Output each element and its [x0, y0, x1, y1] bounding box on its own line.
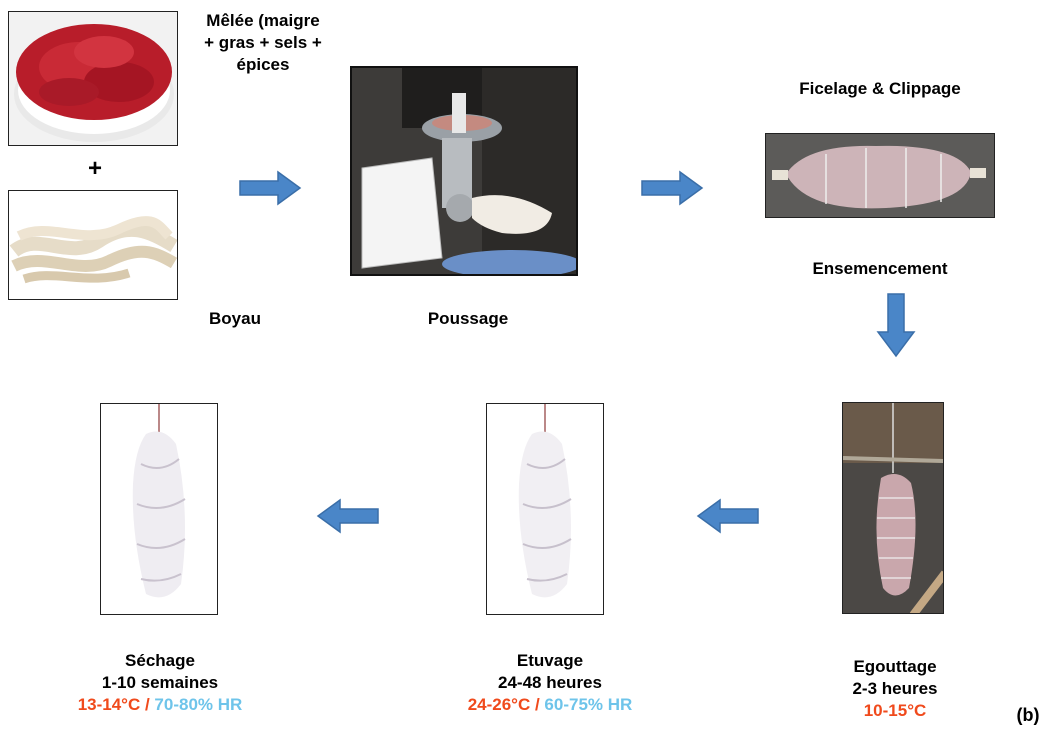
- sechage-title: Séchage: [30, 650, 290, 672]
- egouttage-duration: 2-3 heures: [820, 678, 970, 700]
- plus-sign: +: [80, 158, 110, 180]
- etuvage-title: Etuvage: [420, 650, 680, 672]
- arrow-left-2: [316, 498, 380, 534]
- arrow-right-2: [640, 170, 704, 206]
- etuvage-photo: [486, 403, 604, 615]
- etuvage-conditions: 24-26°C / 60-75% HR: [420, 694, 680, 716]
- arrow-left-1: [696, 498, 760, 534]
- sechage-sep: /: [140, 695, 154, 714]
- egouttage-photo: [842, 402, 944, 614]
- poussage-label: Poussage: [408, 308, 528, 330]
- panel-label: (b): [1008, 704, 1048, 726]
- etuvage-humidity: 60-75% HR: [544, 695, 632, 714]
- sechage-conditions: 13-14°C / 70-80% HR: [30, 694, 290, 716]
- ficelage-label: Ficelage & Clippage: [760, 78, 1000, 100]
- etuvage-label: Etuvage 24-48 heures 24-26°C / 60-75% HR: [420, 650, 680, 716]
- etuvage-sep: /: [530, 695, 544, 714]
- sechage-duration: 1-10 semaines: [30, 672, 290, 694]
- melee-label: Mêlée (maigre + gras + sels + épices: [188, 10, 338, 76]
- egouttage-title: Egouttage: [820, 656, 970, 678]
- boyau-label: Boyau: [190, 308, 280, 330]
- arrow-right-1: [238, 170, 302, 206]
- ensemencement-label: Ensemencement: [770, 258, 990, 280]
- sechage-humidity: 70-80% HR: [154, 695, 242, 714]
- arrow-down: [876, 292, 916, 358]
- sechage-photo: [100, 403, 218, 615]
- sechage-temp: 13-14°C: [78, 695, 141, 714]
- etuvage-temp: 24-26°C: [468, 695, 531, 714]
- sechage-label: Séchage 1-10 semaines 13-14°C / 70-80% H…: [30, 650, 290, 716]
- egouttage-temp: 10-15°C: [820, 700, 970, 722]
- egouttage-label: Egouttage 2-3 heures 10-15°C: [820, 656, 970, 722]
- minced-meat-photo: [8, 11, 178, 146]
- ficelage-photo: [765, 133, 995, 218]
- casing-photo: [8, 190, 178, 300]
- poussage-photo: [350, 66, 578, 276]
- etuvage-duration: 24-48 heures: [420, 672, 680, 694]
